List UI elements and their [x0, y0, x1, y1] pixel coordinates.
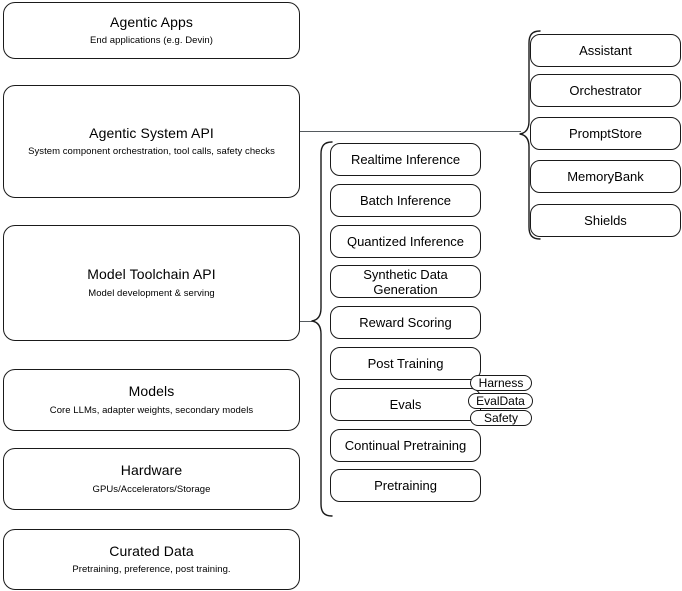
toolchain-box-realtime-inference[interactable]: Realtime Inference [330, 143, 481, 176]
agentic-box-promptstore[interactable]: PromptStore [530, 117, 681, 150]
agentic-box-label: MemoryBank [567, 169, 644, 184]
layer-subtitle: GPUs/Accelerators/Storage [92, 483, 211, 495]
toolchain-box-label: Post Training [367, 356, 444, 371]
evals-pill-label: EvalData [476, 394, 525, 408]
agentic-box-label: Shields [584, 213, 627, 228]
layer-curated-data[interactable]: Curated Data Pretraining, preference, po… [3, 529, 300, 590]
layer-subtitle: End applications (e.g. Devin) [90, 35, 213, 47]
layer-hardware[interactable]: Hardware GPUs/Accelerators/Storage [3, 448, 300, 510]
toolchain-box-reward-scoring[interactable]: Reward Scoring [330, 306, 481, 339]
toolchain-box-label: Reward Scoring [359, 315, 452, 330]
layer-models[interactable]: Models Core LLMs, adapter weights, secon… [3, 369, 300, 431]
agentic-box-label: Assistant [579, 43, 632, 58]
layer-title: Curated Data [109, 542, 194, 559]
toolchain-box-label: Quantized Inference [346, 234, 465, 249]
evals-pill-safety[interactable]: Safety [470, 410, 532, 426]
brace-model-toolchain [311, 141, 333, 517]
layer-subtitle: Model development & serving [88, 287, 215, 299]
evals-pill-label: Safety [483, 411, 519, 425]
agentic-box-shields[interactable]: Shields [530, 204, 681, 237]
layer-title: Agentic System API [89, 124, 214, 141]
toolchain-box-evals[interactable]: Evals [330, 388, 481, 421]
layer-subtitle: Pretraining, preference, post training. [72, 564, 231, 576]
layer-agentic-system-api[interactable]: Agentic System API System component orch… [3, 85, 300, 198]
layer-model-toolchain-api[interactable]: Model Toolchain API Model development & … [3, 225, 300, 341]
agentic-box-label: PromptStore [569, 126, 642, 141]
toolchain-box-label: Pretraining [374, 478, 437, 493]
toolchain-box-label: Continual Pretraining [344, 438, 467, 453]
layer-agentic-apps[interactable]: Agentic Apps End applications (e.g. Devi… [3, 2, 300, 59]
layer-subtitle: System component orchestration, tool cal… [28, 146, 275, 158]
layer-subtitle: Core LLMs, adapter weights, secondary mo… [49, 404, 254, 416]
toolchain-box-label: Evals [389, 397, 422, 412]
toolchain-box-pretraining[interactable]: Pretraining [330, 469, 481, 502]
toolchain-box-label: Realtime Inference [350, 152, 461, 167]
evals-pill-evaldata[interactable]: EvalData [468, 393, 533, 409]
evals-pill-label: Harness [478, 376, 524, 390]
evals-pill-harness[interactable]: Harness [470, 375, 532, 391]
agentic-box-assistant[interactable]: Assistant [530, 34, 681, 67]
brace-agentic-system [519, 30, 541, 240]
layer-title: Hardware [120, 462, 183, 479]
toolchain-box-label: Synthetic Data Generation [363, 266, 448, 297]
toolchain-box-batch-inference[interactable]: Batch Inference [330, 184, 481, 217]
agentic-box-label: Orchestrator [569, 83, 642, 98]
layer-title: Agentic Apps [110, 13, 193, 30]
agentic-box-orchestrator[interactable]: Orchestrator [530, 74, 681, 107]
toolchain-box-label: Batch Inference [359, 193, 452, 208]
layer-title: Models [128, 383, 175, 400]
toolchain-box-post-training[interactable]: Post Training [330, 347, 481, 380]
toolchain-box-quantized-inference[interactable]: Quantized Inference [330, 225, 481, 258]
connector-model-toolchain-api [300, 321, 312, 323]
layer-title: Model Toolchain API [87, 266, 216, 283]
agentic-box-memorybank[interactable]: MemoryBank [530, 160, 681, 193]
connector-agentic-system-api [300, 131, 521, 133]
toolchain-box-synthetic-data-generation[interactable]: Synthetic Data Generation [330, 265, 481, 298]
toolchain-box-continual-pretraining[interactable]: Continual Pretraining [330, 429, 481, 462]
